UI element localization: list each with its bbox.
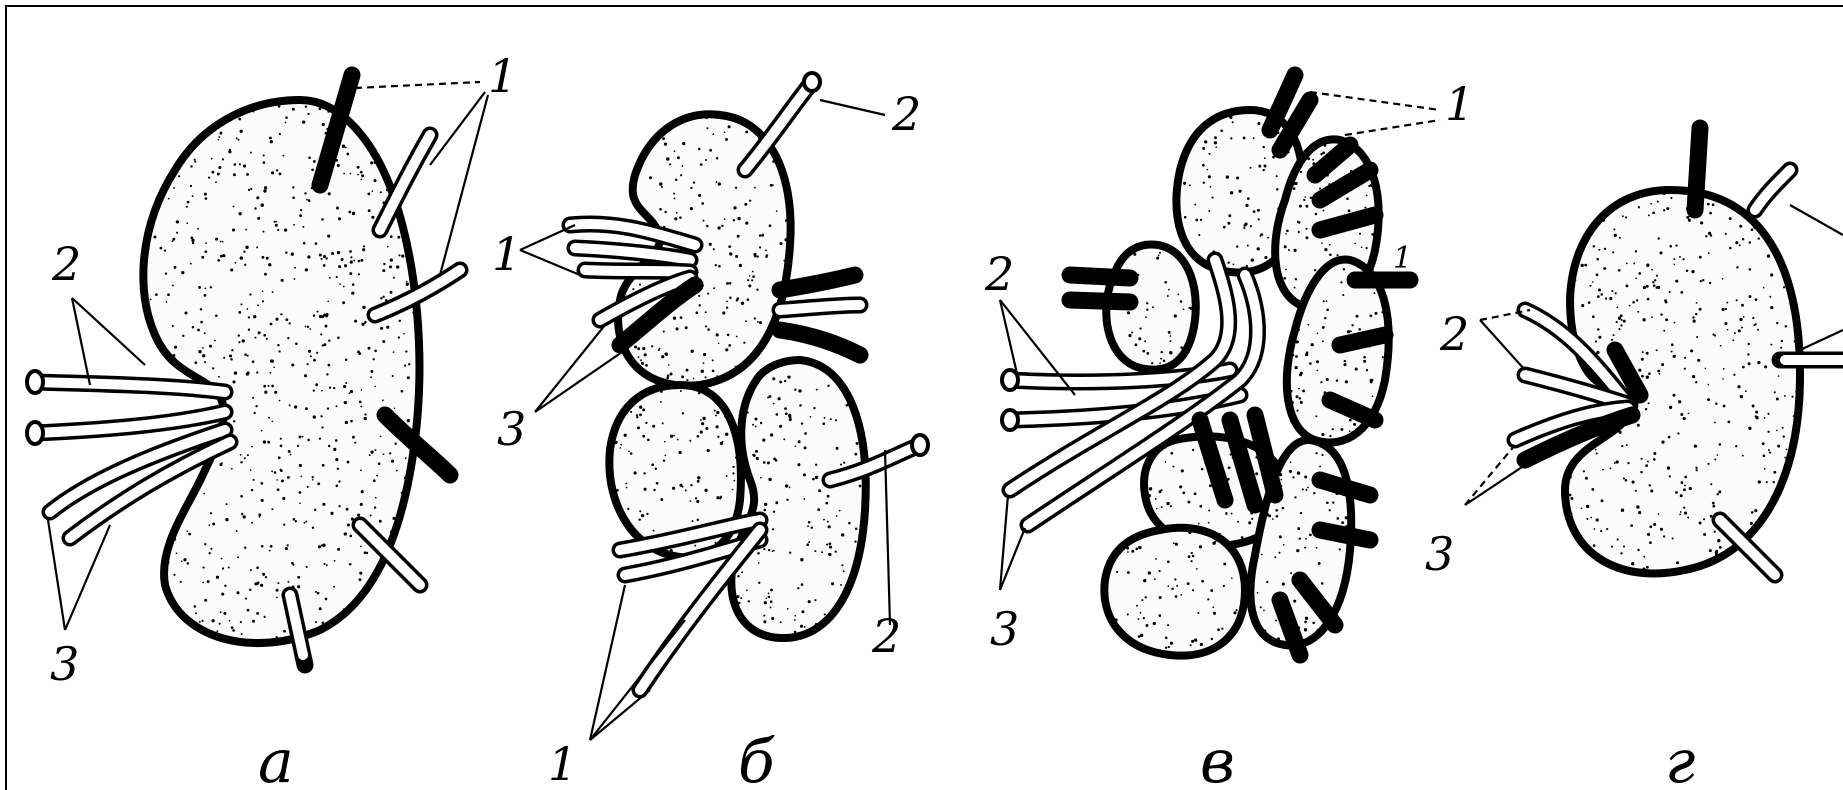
vessel-v-left-2 — [1070, 300, 1130, 302]
kidney-b-lower-right — [731, 360, 865, 638]
label-a-vein: 2 — [51, 237, 81, 291]
label-v-ureter: 3 — [990, 602, 1019, 656]
panel-g: 2 3 г — [1425, 128, 1843, 790]
vessel-v-right-5 — [1320, 530, 1370, 540]
caption-v: в — [1200, 727, 1235, 790]
caption-a: а — [258, 727, 294, 790]
label-b-artery-bottom: 1 — [548, 737, 577, 790]
label-b-vein-right: 2 — [871, 609, 901, 663]
label-g-ureter: 3 — [1425, 527, 1454, 581]
label-v-small-mark: 1 — [1393, 241, 1412, 276]
label-a-ureter: 3 — [50, 637, 79, 691]
panel-a: 1 2 3 а — [27, 49, 517, 790]
panel-b: 2 1 3 2 1 б — [492, 73, 928, 790]
label-b-vein-top: 2 — [891, 87, 921, 141]
vessel-v-right-2 — [1340, 335, 1385, 345]
vessel-v-left-1 — [1070, 275, 1130, 278]
caption-g: г — [1665, 727, 1695, 790]
label-b-artery-top: 1 — [492, 227, 521, 281]
label-v-vein: 2 — [984, 247, 1014, 301]
label-a-artery: 1 — [488, 49, 517, 103]
panel-v: 1 1 2 3 в — [984, 75, 1474, 790]
kidney-a — [143, 100, 419, 643]
label-g-vein: 2 — [1439, 307, 1469, 361]
kidney-v-bottom-left — [1104, 528, 1245, 656]
label-v-artery: 1 — [1445, 77, 1474, 131]
vessel-b-mid-1 — [780, 275, 855, 290]
vessel-b-mid-3 — [780, 330, 860, 355]
caption-b: б — [738, 727, 775, 790]
label-b-ureter: 3 — [497, 402, 526, 456]
vessel-g-top — [1695, 128, 1700, 210]
